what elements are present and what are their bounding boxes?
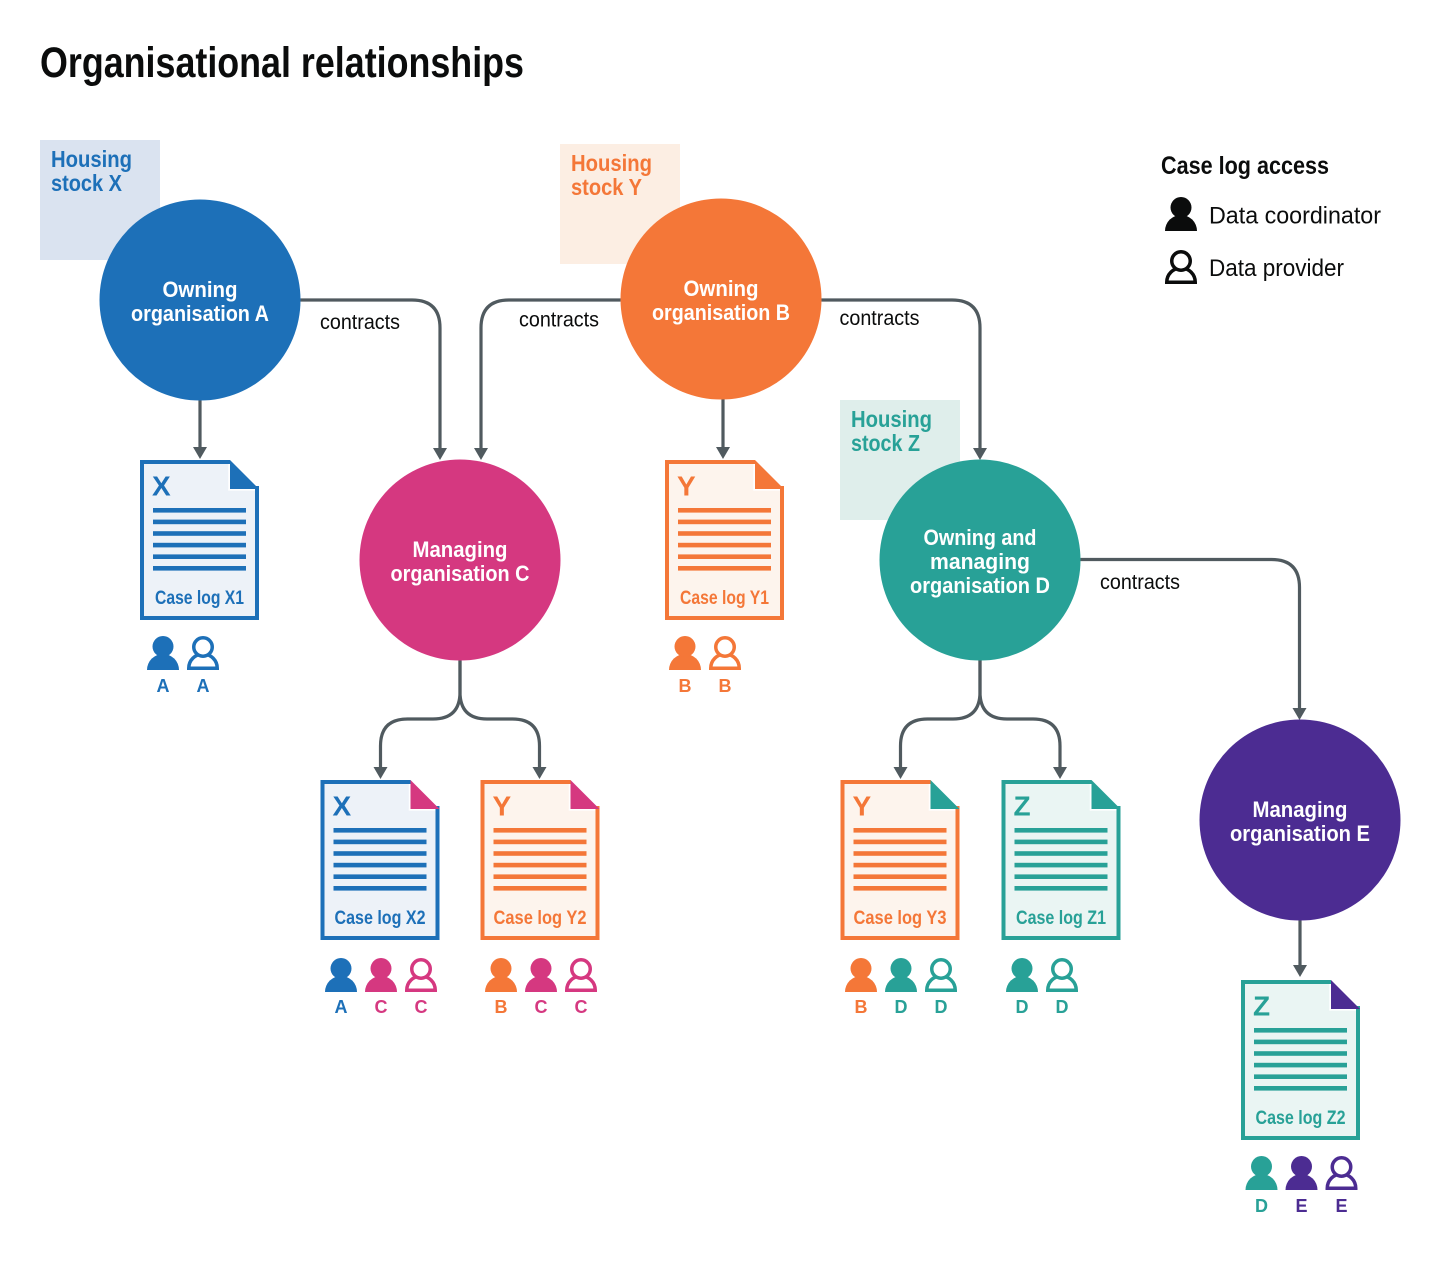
svg-text:Case log Z2: Case log Z2 [1256,1107,1346,1129]
svg-text:Housing: Housing [51,146,132,172]
svg-text:organisation B: organisation B [652,300,790,325]
svg-text:D: D [895,997,908,1017]
svg-text:contracts: contracts [519,309,599,332]
svg-text:Owning and: Owning and [924,525,1037,550]
svg-text:Z: Z [1253,991,1270,1022]
svg-text:Data provider: Data provider [1209,255,1344,282]
svg-text:D: D [1056,997,1069,1017]
svg-text:C: C [535,997,548,1017]
svg-text:Case log access: Case log access [1161,152,1329,180]
svg-text:B: B [495,997,508,1017]
svg-text:Data coordinator: Data coordinator [1209,203,1381,230]
svg-text:B: B [679,676,692,696]
svg-text:stock X: stock X [51,170,123,196]
svg-text:organisation E: organisation E [1230,821,1370,846]
svg-text:D: D [1016,997,1029,1017]
svg-text:contracts: contracts [840,307,920,330]
svg-text:Y: Y [853,791,872,822]
svg-text:organisation A: organisation A [131,301,269,326]
svg-text:Managing: Managing [1253,797,1348,822]
svg-text:Owning: Owning [684,276,759,301]
svg-text:C: C [575,997,588,1017]
svg-text:X: X [333,791,352,822]
svg-text:D: D [1255,1196,1268,1216]
svg-text:Managing: Managing [413,537,508,562]
svg-text:stock Z: stock Z [851,430,920,456]
svg-text:E: E [1295,1196,1307,1216]
svg-text:Case log Y1: Case log Y1 [680,587,769,609]
svg-text:organisation D: organisation D [910,573,1050,598]
svg-text:organisation C: organisation C [391,561,530,586]
svg-text:Owning: Owning [163,277,238,302]
svg-text:B: B [719,676,732,696]
svg-text:Case log X1: Case log X1 [155,587,244,609]
svg-text:D: D [935,997,948,1017]
svg-text:C: C [415,997,428,1017]
svg-text:Organisational relationships: Organisational relationships [40,39,524,87]
svg-text:stock Y: stock Y [571,174,642,200]
svg-text:Housing: Housing [851,406,932,432]
svg-text:A: A [335,997,348,1017]
svg-text:C: C [375,997,388,1017]
svg-text:Housing: Housing [571,150,652,176]
svg-text:Case log Y3: Case log Y3 [854,907,947,929]
svg-text:X: X [152,471,171,502]
svg-text:Case log X2: Case log X2 [335,907,426,929]
svg-text:contracts: contracts [1100,571,1180,594]
svg-text:Y: Y [677,471,696,502]
svg-text:Y: Y [493,791,512,822]
svg-text:Case log Z1: Case log Z1 [1016,907,1106,929]
svg-text:A: A [157,676,170,696]
svg-text:E: E [1335,1196,1347,1216]
svg-text:Case log Y2: Case log Y2 [494,907,587,929]
svg-text:B: B [855,997,868,1017]
svg-text:contracts: contracts [320,311,400,334]
svg-text:Z: Z [1014,791,1031,822]
svg-text:A: A [197,676,210,696]
svg-text:managing: managing [930,549,1030,574]
